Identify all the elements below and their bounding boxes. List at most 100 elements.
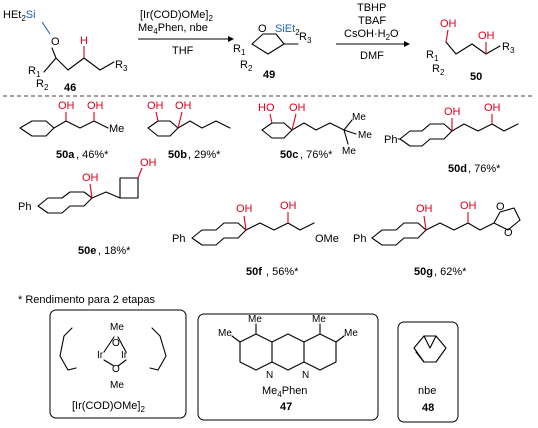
cyclohexane-ring	[37, 191, 93, 214]
compound-id: 50e	[78, 245, 96, 257]
ph-label: Ph	[384, 134, 397, 146]
example-50e: Ph OH OH 50e , 18%*	[18, 157, 157, 257]
r2-label: R2	[36, 78, 49, 92]
oh-label-1: OH	[82, 172, 99, 184]
r3-label: R3	[115, 59, 128, 73]
nbe-box: nbe 48	[397, 321, 459, 423]
ir-left: Ir	[97, 350, 104, 361]
me-1: Me	[218, 328, 232, 339]
yield-text: , 76%*	[468, 163, 501, 175]
chain-50	[445, 41, 501, 55]
phen-center-ring	[271, 333, 305, 371]
me-label-3: Me	[342, 146, 356, 157]
oh1-bond	[445, 29, 449, 43]
o-atom: O	[51, 36, 60, 48]
oh-label-1: OH	[58, 100, 75, 112]
oh1-label: OH	[440, 18, 457, 30]
r3-label-50: R3	[502, 41, 515, 55]
phen-right-ring	[303, 333, 337, 371]
methyl-bonds	[231, 323, 345, 343]
r1-label: R1	[28, 65, 41, 79]
oh-label-1: OH	[444, 106, 461, 118]
oh-label-1: OH	[236, 203, 253, 215]
yield-text: , 18%*	[98, 245, 131, 257]
example-50g: Ph OH OH O O 50g , 62%*	[353, 200, 521, 278]
r1-label-49: R1	[233, 43, 246, 57]
oh-bond-2	[291, 113, 297, 131]
tbaf-text: TBAF	[358, 15, 386, 27]
ir-o-bonds	[103, 336, 127, 367]
intermediate-49: O SiEt2 R3 R1 R2 49	[233, 23, 312, 81]
example-50c: HO OH Me Me Me 50c , 76%*	[258, 102, 372, 161]
chain-46	[43, 47, 115, 73]
h-atom: H	[80, 35, 88, 47]
compound-47-label: 47	[280, 401, 292, 413]
norbornene-ring	[413, 335, 447, 363]
o-label-2: O	[504, 227, 513, 239]
chain	[397, 123, 519, 140]
ir-catalyst-box: Me O Ir Ir O Me [Ir(COD)OMe]2	[49, 309, 187, 419]
compound-id: 50c	[280, 149, 298, 161]
chain	[53, 120, 109, 129]
dioxolane-ring	[493, 207, 521, 231]
ligand-text: Me4Phen, nbe	[138, 22, 208, 36]
compound-50-label: 50	[470, 71, 482, 83]
yield-text: , 56%*	[266, 266, 299, 278]
chain	[245, 222, 315, 231]
r2-label-50: R2	[432, 63, 445, 77]
catalyst-text: [Ir(COD)OMe]2	[140, 9, 213, 23]
compound-49-label: 49	[263, 69, 275, 81]
ir-label: [Ir(COD)OMe]2	[72, 400, 145, 414]
footnote: * Rendimento para 2 etapas	[18, 294, 155, 306]
cod-left	[59, 327, 77, 371]
cyclohexane-ring	[191, 222, 247, 246]
cyclobutane-ring	[119, 177, 139, 199]
cyclohexane-ring	[19, 120, 55, 137]
oh-label-2: OH	[280, 200, 297, 212]
oh-bond-1	[243, 215, 247, 231]
oh2-label: OH	[478, 30, 495, 42]
yield-text: , 29%*	[188, 149, 221, 161]
oh-bond-1	[423, 215, 427, 231]
compound-id: 50d	[448, 163, 467, 175]
csoh-text: CsOH·H2O	[344, 28, 399, 42]
phen-name: Me4Phen	[262, 385, 307, 399]
compound-id: 50a	[56, 149, 75, 161]
yield-text: , 46%*	[76, 149, 109, 161]
tbu-group	[343, 119, 357, 145]
phen-left-ring	[239, 333, 273, 371]
me-top: Me	[110, 322, 124, 333]
dmf-text: DMF	[360, 50, 384, 62]
oh-label-1: OH	[416, 203, 433, 215]
arrow-head-2	[404, 41, 410, 47]
tbhp-text: TBHP	[357, 2, 386, 14]
r1-label-50: R1	[426, 49, 439, 63]
oh-bond-1	[155, 111, 159, 122]
me-label-1: Me	[352, 112, 366, 123]
oh-label-2: OH	[175, 100, 192, 112]
thf-text: THF	[172, 45, 194, 57]
step2-arrow: TBHP TBAF CsOH·H2O DMF	[336, 2, 410, 62]
oxasilolane-ring	[251, 33, 285, 55]
oh-label-2: OH	[289, 102, 306, 114]
cyclohexane-ring	[261, 122, 293, 139]
ph-label: Ph	[353, 233, 366, 245]
n-2: N	[302, 370, 309, 381]
compound-48-label: 48	[422, 402, 434, 414]
example-50f: Ph OH OH OMe 50f , 56%*	[172, 200, 339, 278]
siet-label: SiEt2	[275, 23, 300, 37]
double-bond	[415, 351, 425, 363]
cyclohexane-ring	[147, 120, 179, 137]
ir-right: Ir	[121, 350, 128, 361]
compound-id: 50g	[414, 266, 433, 278]
ph-label: Ph	[18, 201, 31, 213]
chain	[291, 122, 345, 131]
cyclohexane-ring	[371, 222, 427, 246]
starting-material-46: HEt2Si O H R1 R2 R3 46	[3, 9, 128, 94]
example-50a: OH OH Me 50a , 46%*	[19, 100, 124, 161]
yield-text: , 76%*	[300, 149, 333, 161]
n-1: N	[266, 370, 273, 381]
nbe-box-frame	[397, 321, 459, 423]
